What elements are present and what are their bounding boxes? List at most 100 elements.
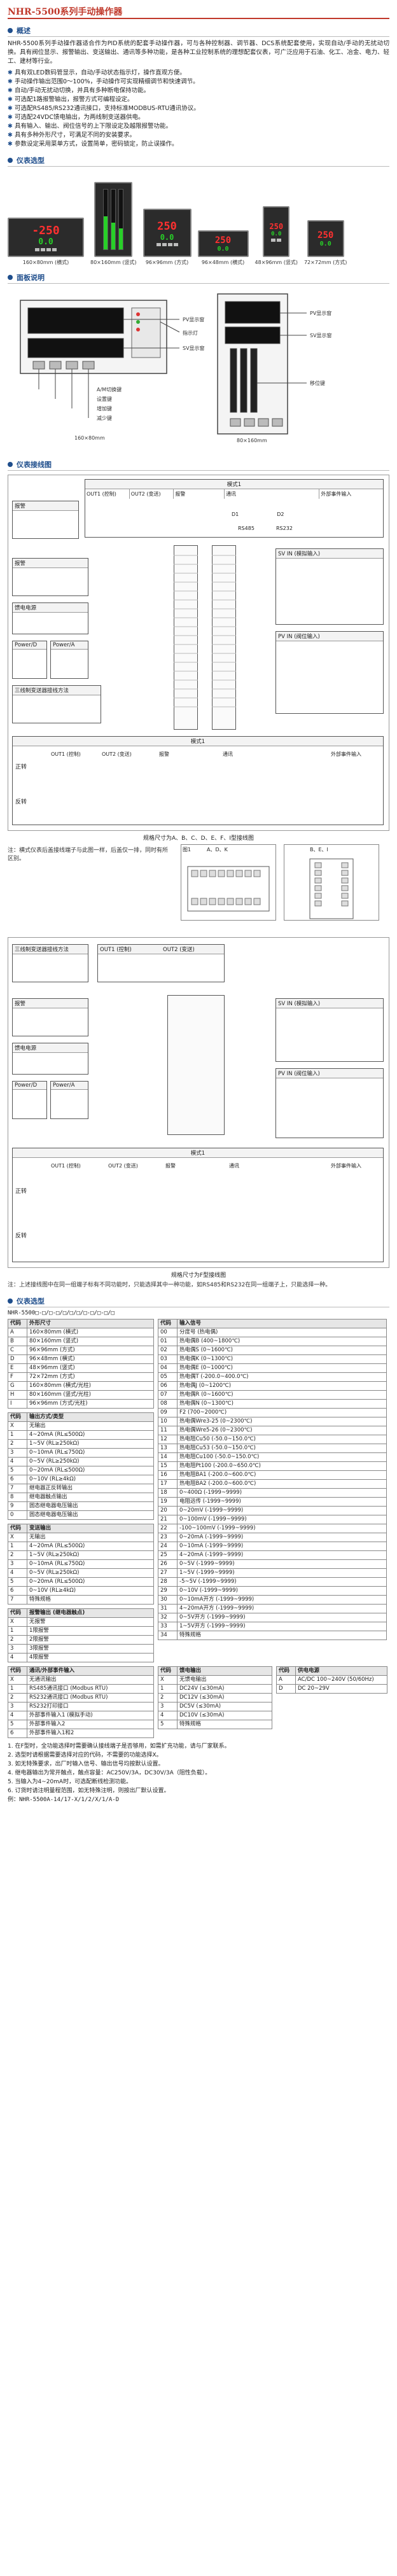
table-header-cell: 代码 xyxy=(8,1666,27,1676)
table-header-cell: 代码 xyxy=(8,1524,27,1533)
value-cell: 特殊规格 xyxy=(27,1595,154,1605)
callout-label: 增加键 xyxy=(97,406,112,412)
value-cell: 特殊规格 xyxy=(177,1720,272,1729)
code-cell: 32 xyxy=(158,1613,178,1622)
code-cell: 27 xyxy=(158,1568,178,1578)
table-header-row: 代码报警输出 (继电器触点) xyxy=(8,1608,154,1618)
table-header-cell: 代码 xyxy=(8,1608,27,1618)
code-cell: 00 xyxy=(158,1328,178,1337)
value-cell: RS485通讯接口 (Modbus RTU) xyxy=(27,1684,154,1694)
code-cell: 34 xyxy=(158,1631,178,1640)
rear-view-section: 注：横式仪表后盖接线端子与此图一样，后盖仅一排，同时有所区别。 图1 A、D、K… xyxy=(8,844,389,933)
feature-item: 自动/手动无扰动切换，并具有多种断电保持功能。 xyxy=(8,87,389,95)
value-cell: 0~10mA开方 (-1999~9999) xyxy=(177,1595,387,1605)
value-cell: RS232打印接口 xyxy=(27,1702,154,1711)
footer-note: 例：NHR-5500A-14/17-X/1/2/X/1/A-D xyxy=(8,1797,120,1803)
value-cell: AC/DC 100~240V (50/60Hz) xyxy=(295,1675,387,1685)
table-header-cell: 代码 xyxy=(158,1666,178,1676)
value-cell: 4~20mA开方 (-1999~9999) xyxy=(177,1604,387,1613)
overview-heading: 概述 xyxy=(8,24,389,37)
value-cell: 4~20mA (RL≤500Ω) xyxy=(27,1430,154,1440)
code-cell: A xyxy=(276,1675,296,1685)
value-cell: 0~20mA (RL≤500Ω) xyxy=(27,1466,154,1475)
code-cell: 1 xyxy=(8,1684,27,1694)
value-cell: 0~5V (-1999~9999) xyxy=(177,1559,387,1569)
table-header-cell: 报警输出 (继电器触点) xyxy=(27,1608,154,1618)
ordering-code: NHR-5500□-□/□-□/□/□/□/□-□/□-□/□ xyxy=(8,1310,115,1316)
code-cell: 02 xyxy=(158,1346,178,1355)
products-heading: 仪表选型 xyxy=(8,154,389,167)
feature-item: 可选配1路报警输出，报警方式可编程设定。 xyxy=(8,95,389,104)
value-cell: 160×80mm (横式/光柱) xyxy=(27,1381,154,1391)
code-cell: 05 xyxy=(158,1372,178,1382)
button-row-icon xyxy=(35,247,57,251)
terminal-grid xyxy=(174,555,236,707)
value-cell: 3限报警 xyxy=(27,1644,154,1654)
value-cell: 无报警 xyxy=(27,1617,154,1627)
footer-note: 3. 如无特殊要求，出厂时输入信号、输出信号均按默认设置。 xyxy=(8,1761,164,1767)
value-cell: 0~5V (RL≥250kΩ) xyxy=(27,1457,154,1466)
code-cell: 03 xyxy=(158,1354,178,1364)
table-header-cell: 输入信号 xyxy=(177,1319,387,1328)
value-cell: 2限报警 xyxy=(27,1635,154,1645)
code-cell: 5 xyxy=(8,1466,27,1475)
callout-label: A/M切换键 xyxy=(97,387,122,393)
table-header-row: 代码馈电输出 xyxy=(158,1666,272,1676)
panel-diagram: PV显示窗 SV显示窗 指示灯 A/M切换键 设置键 增加键 减少键 PV显示窗… xyxy=(8,288,389,453)
table-header-cell: 代码 xyxy=(8,1412,27,1422)
rear-view-b: B、E、I xyxy=(284,844,379,921)
value-cell: 4~20mA (RL≤500Ω) xyxy=(27,1542,154,1551)
value-cell: 1~5V开方 (-1999~9999) xyxy=(177,1622,387,1631)
power-a-box: Power/A xyxy=(50,1081,88,1119)
code-cell: 10 xyxy=(158,1417,178,1426)
value-cell: 外部事件输入1 (模拟手动) xyxy=(27,1711,154,1720)
callout-label: PV显示窗 xyxy=(183,317,205,323)
code-cell: 1 xyxy=(8,1626,27,1636)
feature-item: 具有多种外形尺寸，可满足不同的安装要求。 xyxy=(8,131,389,140)
transmitter-box: 三线制变送器接线方法 xyxy=(12,944,88,982)
value-cell: 特殊规格 xyxy=(177,1631,387,1640)
value-cell: 0~400Ω (-1999~9999) xyxy=(177,1488,387,1498)
code-cell: 5 xyxy=(8,1577,27,1587)
value-cell: 0~10V (RL≥4kΩ) xyxy=(27,1475,154,1484)
table-header-cell: 代码 xyxy=(158,1319,178,1328)
code-cell: 5 xyxy=(8,1720,27,1729)
value-cell: 热电偶S (0~1600℃) xyxy=(177,1346,387,1355)
mode-box: 模式1 OUT1 (控制) OUT2 (变送) 报警 通讯 外部事件输入 D1 … xyxy=(85,479,384,538)
code-cell: 24 xyxy=(158,1542,178,1551)
code-cell: 33 xyxy=(158,1622,178,1631)
pv-input-box: PV IN (阀位输入) xyxy=(275,1068,384,1138)
value-cell: 热电偶B (400~1800℃) xyxy=(177,1337,387,1346)
product-images: -250 0.0 160×80mm (横式) 80×160mm (竖式) 250… xyxy=(8,171,389,266)
product-item: 250 0.0 72×72mm (方式) xyxy=(304,220,347,266)
code-cell: C xyxy=(8,1346,27,1355)
code-cell: 4 xyxy=(8,1457,27,1466)
